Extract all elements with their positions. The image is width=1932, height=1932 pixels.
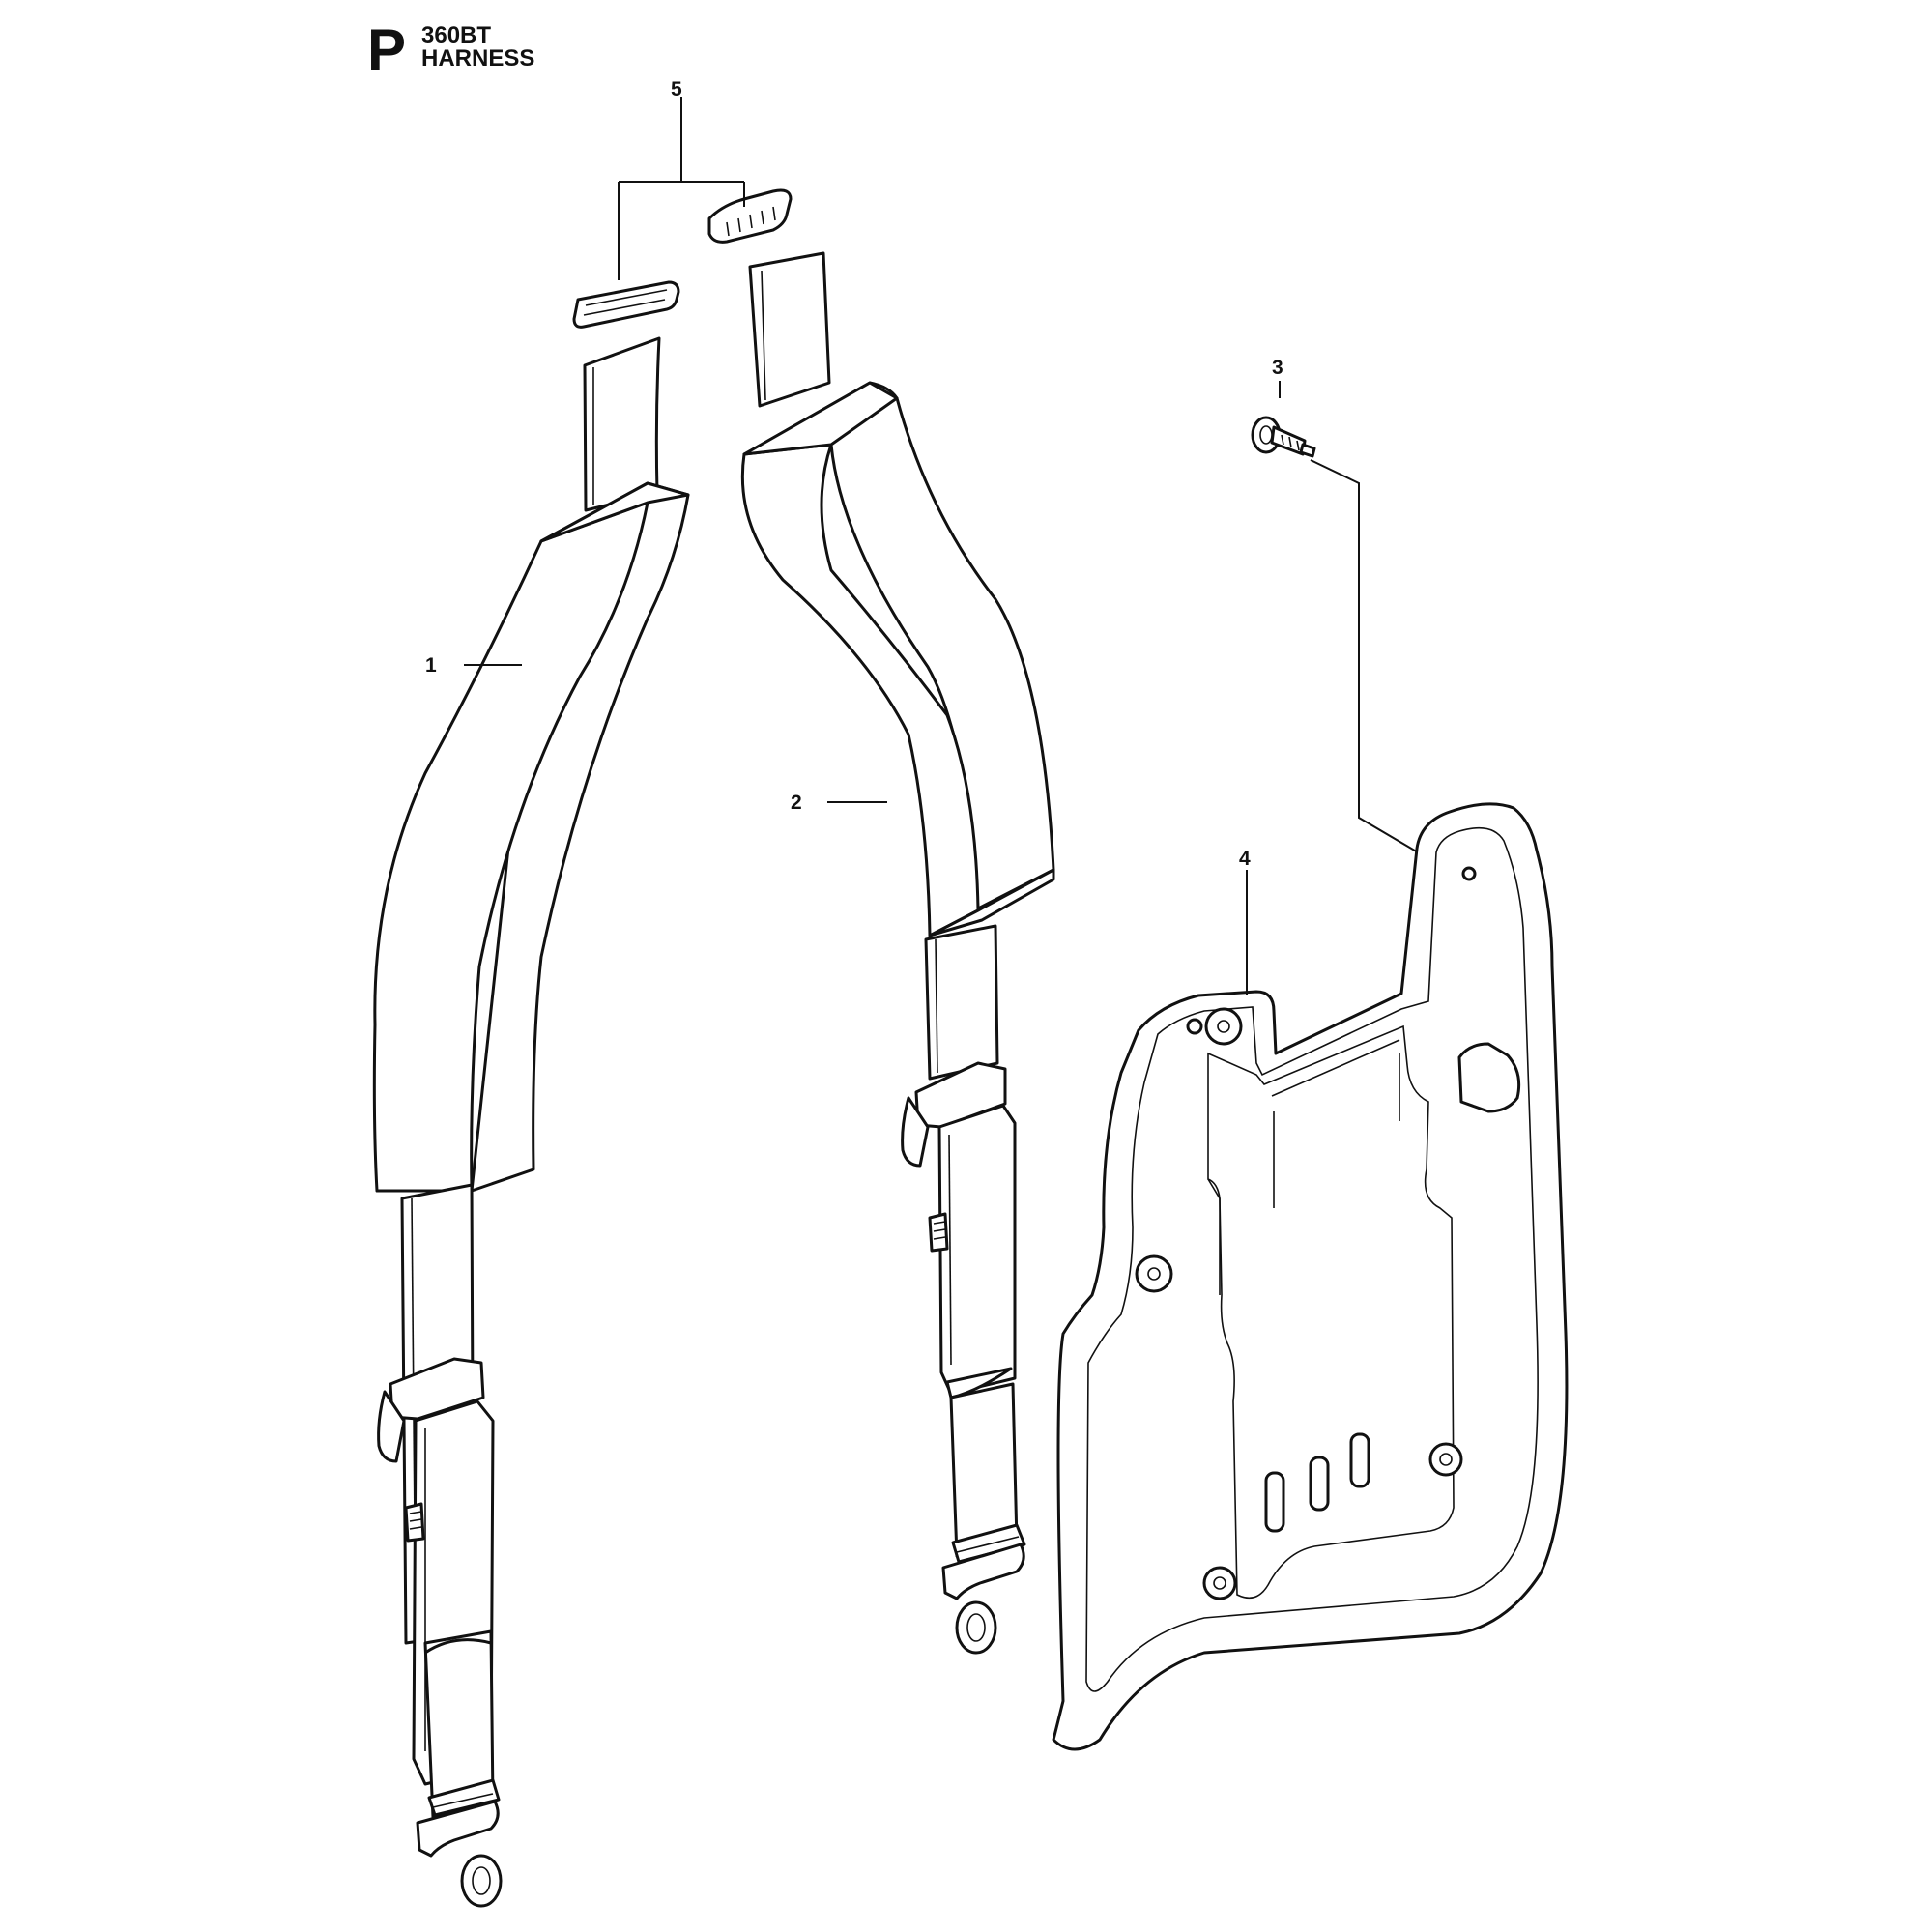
callout-4[interactable]: 4 — [1239, 848, 1251, 870]
leader-line-5 — [618, 97, 745, 280]
section-letter: P — [367, 17, 407, 82]
shoulder-pad-left[interactable] — [372, 336, 690, 1908]
strap-clip-left[interactable] — [572, 280, 680, 329]
model-number: 360BT — [421, 22, 492, 48]
diagram-title: HARNESS — [421, 45, 535, 72]
callout-3[interactable]: 3 — [1272, 357, 1283, 379]
screw[interactable] — [1251, 416, 1316, 458]
callout-5[interactable]: 5 — [671, 78, 682, 101]
callout-2[interactable]: 2 — [791, 792, 802, 814]
back-plate[interactable] — [1052, 802, 1569, 1751]
callout-1[interactable]: 1 — [425, 654, 437, 677]
shoulder-pad-right[interactable] — [740, 251, 1055, 1655]
strap-clip-right[interactable] — [707, 188, 793, 244]
leader-line-3 — [1279, 381, 1426, 857]
